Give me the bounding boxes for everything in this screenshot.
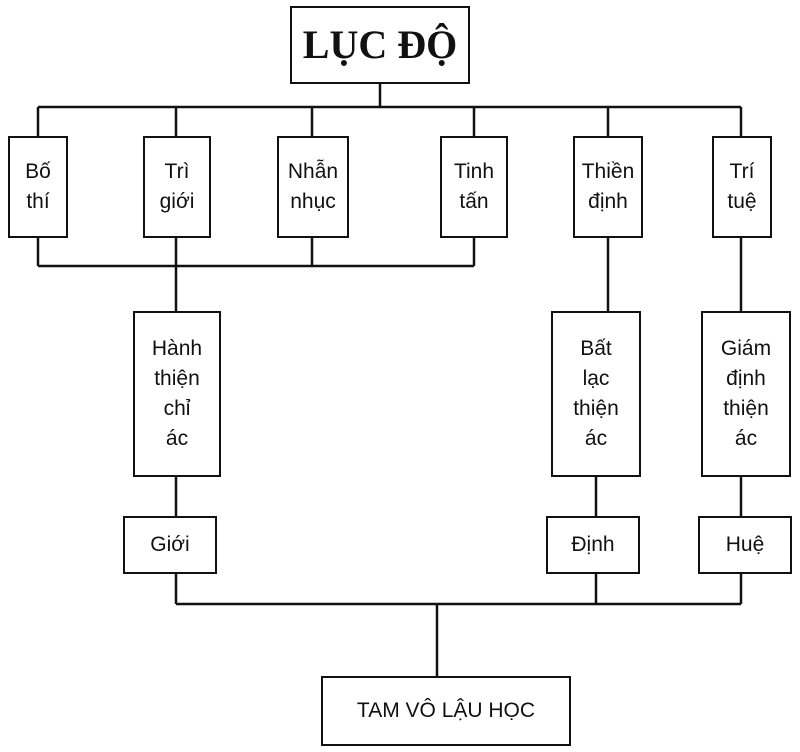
title-box: LỤC ĐỘ [290,6,470,84]
training-box-gioi: Giới [123,516,217,574]
practice-line: ác [584,427,608,450]
paramita-box-tinh-tan: Tinh tấn [440,136,508,238]
paramita-line: Trì [164,160,190,183]
paramita-line: tuệ [727,190,757,213]
practice-line: ác [165,427,189,450]
paramita-box-nhan-nhuc: Nhẫn nhục [277,136,349,238]
training-box-hue: Huệ [698,516,792,574]
practice-line: Giám [720,337,772,360]
training-label: Giới [150,533,190,556]
title-text: LỤC ĐỘ [302,22,458,67]
result-text: TAM VÔ LẬU HỌC [356,699,536,722]
practice-line: Hành [151,337,203,360]
practice-line: Bất [580,337,612,360]
paramita-line: thí [26,190,50,213]
training-box-dinh: Định [546,516,640,574]
paramita-line: tấn [459,190,489,213]
practice-line: định [726,367,766,390]
paramita-line: Trí [729,160,755,183]
practice-box-giam-dinh-thien-ac: Giám định thiện ác [701,311,791,477]
training-label: Huệ [725,533,765,556]
paramita-box-bo-thi: Bố thí [8,136,68,238]
practice-line: lạc [582,367,610,390]
practice-line: chỉ [163,397,191,420]
practice-line: thiện [154,367,200,390]
paramita-box-tri-gioi: Trì giới [143,136,211,238]
paramita-line: Thiền [581,160,635,183]
training-label: Định [571,533,615,556]
paramita-line: Tinh [453,160,495,183]
practice-line: ác [734,427,758,450]
practice-box-bat-lac-thien-ac: Bất lạc thiện ác [551,311,641,477]
paramita-line: định [588,190,628,213]
paramita-box-thien-dinh: Thiền định [573,136,643,238]
result-box: TAM VÔ LẬU HỌC [321,676,571,746]
practice-box-hanh-thien-chi-ac: Hành thiện chỉ ác [133,311,221,477]
paramita-line: giới [159,190,195,213]
paramita-line: Bố [25,160,51,183]
paramita-box-tri-tue: Trí tuệ [712,136,772,238]
paramita-line: nhục [290,190,336,213]
practice-line: thiện [723,397,769,420]
practice-line: thiện [573,397,619,420]
paramita-line: Nhẫn [287,160,339,183]
